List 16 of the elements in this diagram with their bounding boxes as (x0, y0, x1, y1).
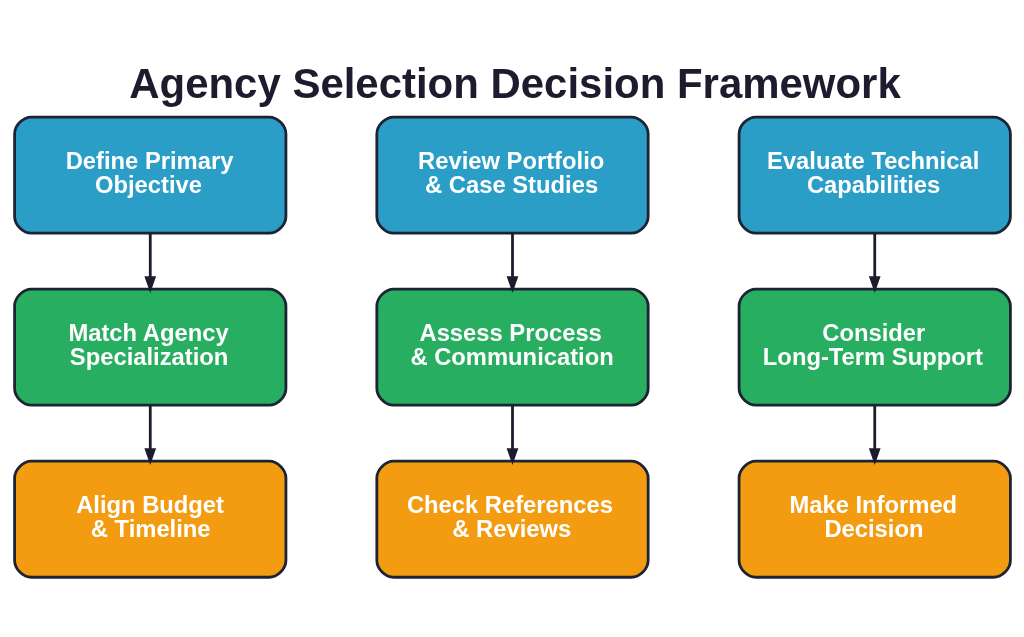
arrow (868, 405, 881, 466)
node-box: Make Informed Decision (737, 459, 1012, 579)
arrow (143, 233, 156, 294)
diagram-title: Agency Selection Decision Framework (128, 59, 901, 107)
node-box: Assess Process & Communication (374, 287, 650, 407)
arrow (143, 405, 156, 466)
arrow (506, 405, 518, 466)
node-box: Define Primary Objective (12, 115, 287, 235)
arrow (868, 233, 881, 294)
node-box: Check References & Reviews (374, 459, 650, 579)
node-box: Match Agency Specialization (12, 287, 287, 407)
node-box: Review Portfolio & Case Studies (374, 115, 650, 235)
node-box: Evaluate Technical Capabilities (737, 115, 1012, 235)
arrow (506, 233, 518, 294)
node-box: Consider Long-Term Support (737, 287, 1012, 407)
node-box: Align Budget & Timeline (12, 459, 287, 579)
